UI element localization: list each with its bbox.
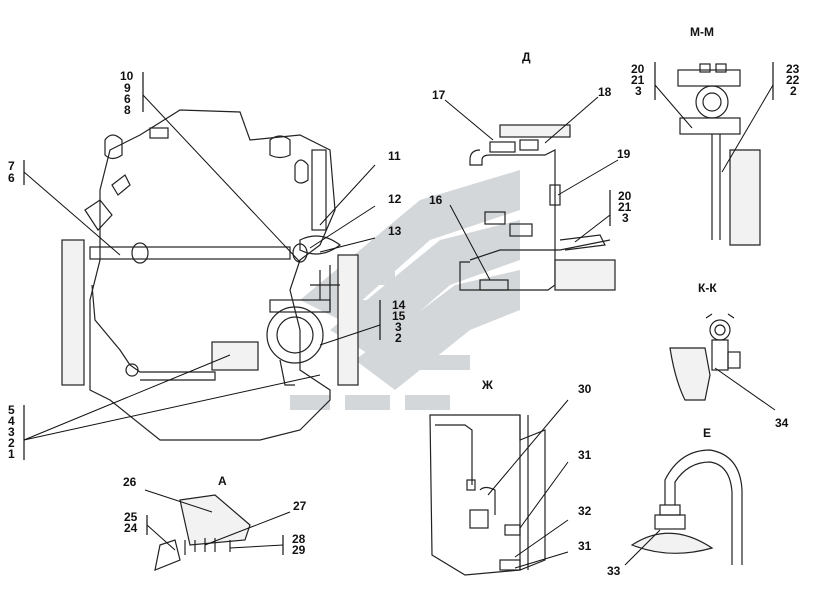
callout-label: 24 — [124, 521, 138, 535]
callout-label: 22 — [786, 73, 800, 87]
callout-label: 17 — [432, 88, 446, 102]
callout-label: 1 — [8, 447, 15, 461]
heater-box — [211, 341, 259, 371]
callout-label: 26 — [123, 475, 137, 489]
callout-label: 20 — [631, 62, 645, 76]
callout-label: 4 — [8, 414, 15, 428]
callout-label: 30 — [578, 382, 592, 396]
main-leaders — [23, 72, 381, 460]
callout-label: 32 — [578, 504, 592, 518]
view-mm-drawing — [677, 63, 761, 246]
part-labels: 10 9 6 8 7 6 11 12 13 14 15 3 2 5 4 3 2 … — [8, 62, 800, 578]
callout-label: 3 — [395, 320, 402, 334]
lower-hose — [91, 284, 216, 381]
view-mm-leaders — [654, 62, 774, 173]
callout-label: 20 — [618, 189, 632, 203]
view-title-zh: Ж — [481, 378, 493, 392]
view-e-drawing — [630, 449, 743, 565]
callout-label: 27 — [293, 499, 307, 513]
callout-label: 23 — [786, 62, 800, 76]
callout-label: 18 — [598, 85, 612, 99]
view-a-leaders — [144, 489, 291, 555]
callout-label: 3 — [622, 211, 629, 225]
view-title-e: Е — [703, 426, 711, 440]
callout-label: 12 — [388, 192, 402, 206]
callout-label: 3 — [635, 84, 642, 98]
callout-label: 31 — [578, 448, 592, 462]
callout-label: 2 — [8, 436, 15, 450]
callout-label: 33 — [607, 564, 621, 578]
callout-label: 5 — [8, 403, 15, 417]
callout-label: 11 — [388, 149, 401, 163]
callout-label: 25 — [124, 510, 138, 524]
view-title-a: А — [218, 474, 227, 488]
view-zh-leaders — [487, 399, 569, 569]
vertical-tube — [311, 149, 327, 231]
callout-label: 31 — [578, 539, 592, 553]
callout-label: 16 — [429, 193, 443, 207]
callout-label: 21 — [631, 73, 645, 87]
callout-label: 3 — [8, 425, 15, 439]
main-view — [61, 109, 359, 441]
view-d-leaders — [444, 96, 619, 281]
view-e-leaders — [624, 529, 661, 566]
callout-label: 7 — [8, 159, 15, 173]
view-title-kk: К-К — [698, 281, 717, 295]
engine-outline — [89, 109, 336, 441]
radiator-right — [337, 254, 359, 386]
view-title-d: Д — [522, 50, 531, 64]
view-title-mm: М-М — [690, 25, 714, 39]
callout-label: 13 — [388, 224, 402, 238]
view-d-drawing — [459, 124, 616, 291]
callout-label: 29 — [292, 543, 306, 557]
view-kk-leaders — [714, 367, 776, 411]
callout-label: 19 — [617, 147, 631, 161]
main-pipe — [89, 246, 291, 260]
callout-label: 28 — [292, 532, 306, 546]
callout-label: 14 — [392, 298, 406, 312]
view-kk-drawing — [669, 313, 741, 401]
callout-label: 9 — [124, 81, 131, 95]
callout-label: 21 — [618, 200, 632, 214]
callout-label: 34 — [775, 416, 789, 430]
callout-label: 2 — [790, 84, 797, 98]
callout-label: 10 — [120, 69, 134, 83]
view-a-drawing — [154, 494, 251, 571]
radiator — [61, 239, 85, 386]
callout-label: 6 — [124, 92, 131, 106]
callout-label: 2 — [395, 331, 402, 345]
callout-label: 15 — [392, 309, 406, 323]
callout-label: 8 — [124, 103, 131, 117]
pump — [266, 306, 324, 364]
view-zh-drawing — [429, 414, 546, 576]
callout-label: 6 — [8, 171, 15, 185]
